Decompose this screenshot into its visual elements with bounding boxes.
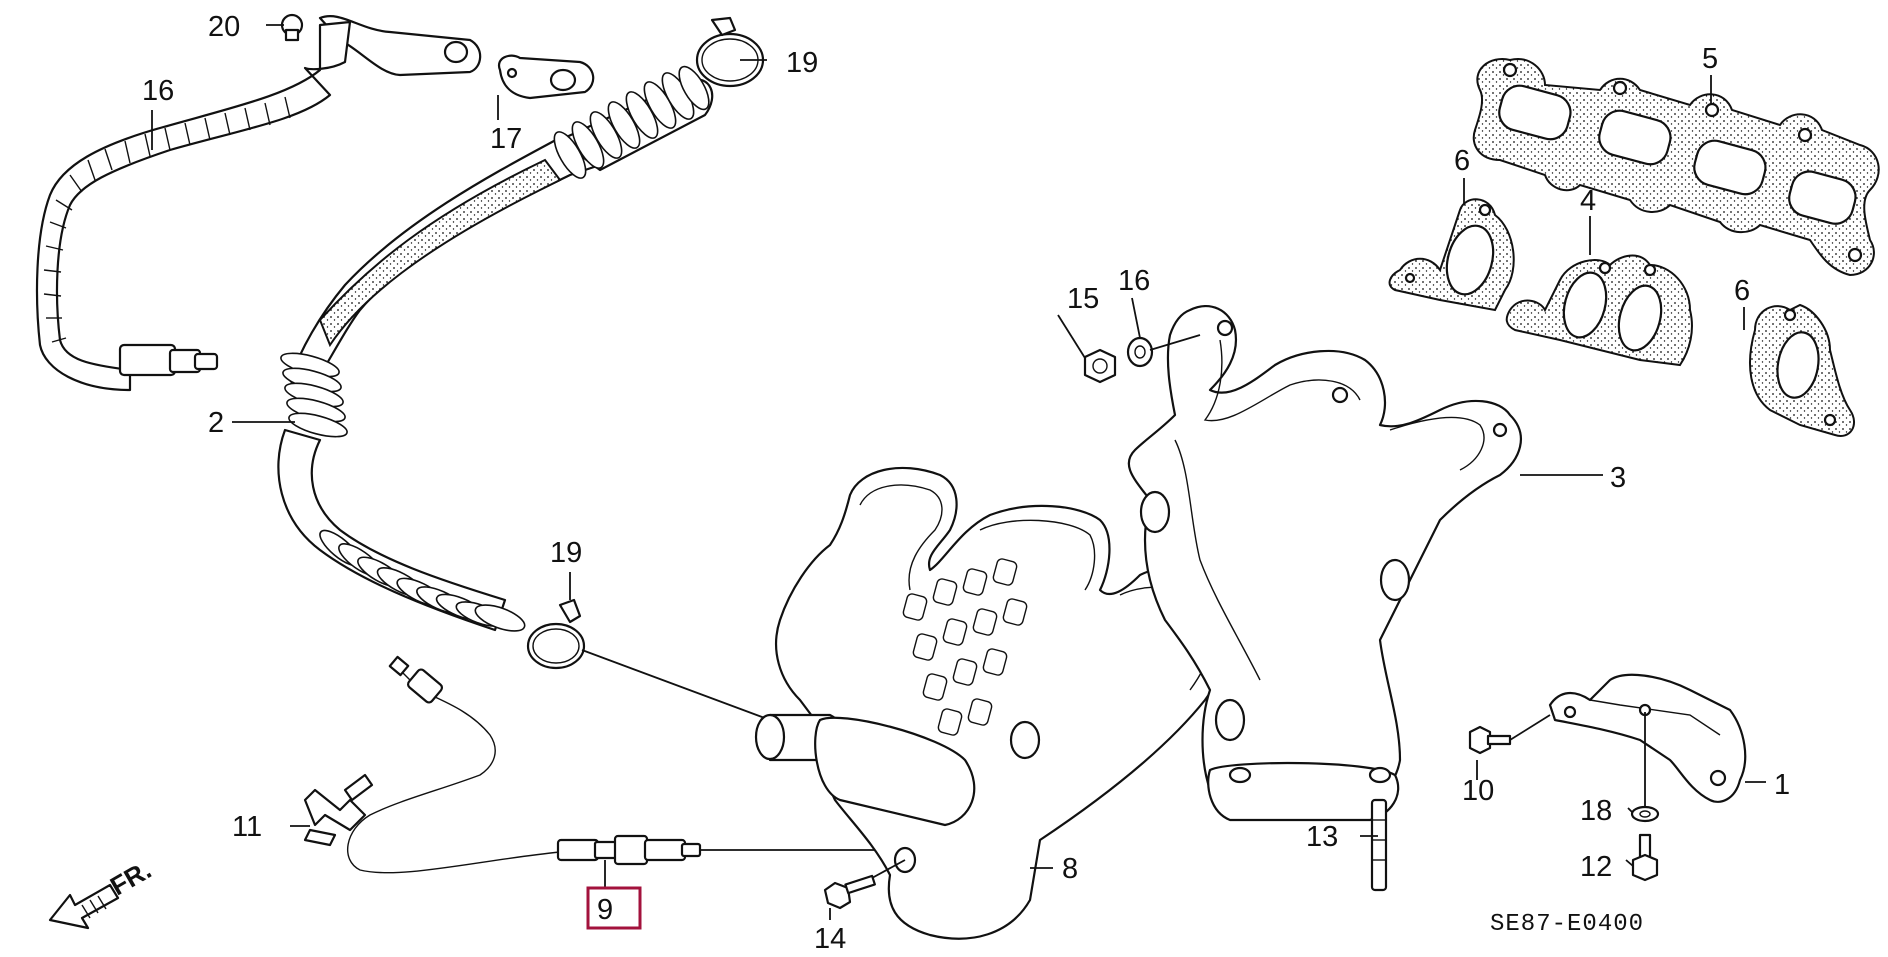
callout-4[interactable]: 4 [1580,185,1596,217]
callout-11[interactable]: 11 [232,811,262,843]
front-arrow-icon [48,883,120,930]
front-direction-indicator: FR. [48,854,156,930]
callout-14[interactable]: 14 [814,923,846,955]
bolt-14[interactable] [823,874,876,910]
callout-16[interactable]: 15 [1067,283,1099,315]
bracket-1[interactable] [1548,673,1747,803]
gasket-6-right[interactable] [1749,303,1855,437]
gasket-5[interactable] [1472,58,1880,277]
clamp-19-top[interactable] [695,16,765,88]
callout-10-highlighted[interactable]: 9 [586,886,642,930]
callout-3[interactable]: 3 [1610,462,1626,494]
pipe-2[interactable] [277,62,714,636]
bolt-20[interactable] [280,13,304,42]
clamp-19-middle[interactable] [526,598,586,670]
callout-6-left[interactable]: 6 [1454,145,1470,177]
bolt-12[interactable] [1468,725,1512,755]
nut-16[interactable] [1083,348,1117,384]
callout-5[interactable]: 5 [1702,43,1718,75]
callout-20[interactable]: 20 [208,11,240,43]
oxygen-sensor-10[interactable] [346,655,900,874]
bolt-13[interactable] [1631,833,1659,882]
exhaust-manifold-3[interactable] [1127,305,1522,822]
pipe-8[interactable] [35,15,482,392]
callout-13[interactable]: 12 [1580,851,1612,883]
callout-8[interactable]: 16 [142,75,174,107]
gasket-4[interactable] [1505,254,1693,367]
callout-19-middle[interactable]: 19 [550,537,582,569]
drawing-code: SE87-E0400 [1490,911,1644,938]
gasket-9[interactable] [497,54,595,100]
callout-19-top[interactable]: 19 [786,47,818,79]
callout-10[interactable]: 9 [597,894,613,926]
callout-18[interactable]: 18 [1580,795,1612,827]
washer-17[interactable] [1126,336,1154,368]
callout-12[interactable]: 10 [1462,775,1494,807]
callout-17[interactable]: 16 [1118,265,1150,297]
callout-9[interactable]: 17 [490,123,522,155]
callout-7[interactable]: 8 [1062,853,1078,885]
connector-clip-11[interactable] [303,773,374,847]
callout-labels: 20 16 2 17 19 19 11 14 8 15 16 3 5 6 4 6… [142,11,1790,955]
callout-6-right[interactable]: 6 [1734,275,1750,307]
callout-15[interactable]: 13 [1306,821,1338,853]
callout-1[interactable]: 1 [1774,769,1790,801]
leader-lines [151,24,1766,920]
stud-15[interactable] [1370,798,1388,892]
callout-2[interactable]: 2 [208,407,224,439]
gasket-6-left[interactable] [1388,198,1515,312]
washer-18[interactable] [1630,805,1660,823]
